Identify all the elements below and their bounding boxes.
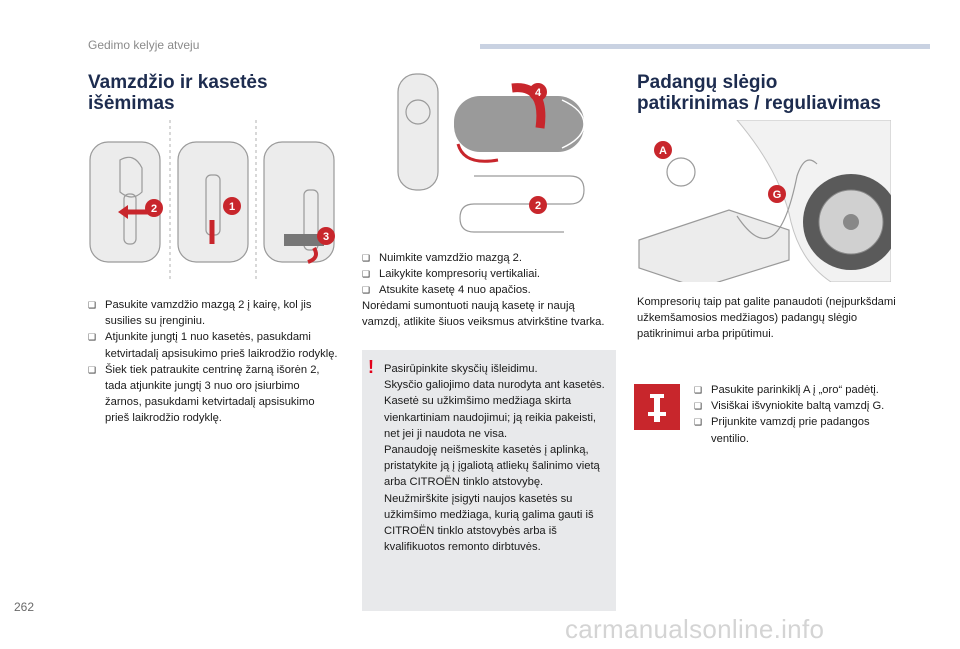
heading-line: Vamzdžio ir kasetės — [88, 72, 268, 93]
section-title: Gedimo kelyje atveju — [88, 38, 200, 52]
instruction-item: Laikykite kompresorių vertikaliai. — [362, 266, 616, 282]
callout-badge-G — [768, 185, 786, 203]
instruction-item: Šiek tiek patraukite centrinę žarną išor… — [88, 362, 338, 427]
heading-line: išėmimas — [88, 93, 175, 114]
callout-badge-2 — [529, 196, 547, 214]
air-hose-outline — [736, 159, 818, 239]
warning-line: Kasetė su užkimšimo medžiaga skirta vien… — [384, 395, 597, 440]
instruction-item: Atjunkite jungtį 1 nuo kasetės, pasukdam… — [88, 329, 338, 361]
warning-icon: ! — [368, 357, 374, 377]
warning-text: Pasirūpinkite skysčių išleidimu. Skysčio… — [384, 361, 609, 555]
hose-outline — [303, 189, 319, 251]
remove-arrow — [456, 143, 499, 163]
callout-badge-2 — [145, 199, 163, 217]
instruction-item: Prijunkite vamzdį prie padangos ventilio… — [694, 414, 894, 446]
callout-badge-1 — [223, 197, 241, 215]
tyre-inflator-icon — [634, 384, 680, 430]
connector-outline — [405, 99, 431, 125]
warning-line: Skysčio galiojimo data nurodyta ant kase… — [384, 379, 605, 392]
middle-instructions: Nuimkite vamzdžio mazgą 2. Laikykite kom… — [362, 250, 616, 299]
callout-badge-4 — [529, 83, 547, 101]
compressor-outline — [177, 141, 249, 263]
pressure-check-note: Kompresorių taip pat galite panaudoti (n… — [637, 296, 896, 341]
wheel-hub-outline — [843, 214, 859, 230]
heading-line: patikrinimas / reguliavimas — [637, 93, 881, 114]
compressor-outline — [638, 209, 790, 282]
warning-line: Panaudoję neišmeskite kasetės į aplinką,… — [384, 444, 600, 489]
cartridge-removal-figure: 4 2 — [397, 73, 585, 233]
badge-label: 1 — [229, 201, 235, 213]
heading-line: Padangų slėgio — [637, 72, 778, 93]
instruction-item: Pasukite vamzdžio mazgą 2 į kairę, kol j… — [88, 297, 338, 329]
header-bar — [480, 44, 930, 49]
callout-badge-3 — [317, 227, 335, 245]
warning-box — [362, 350, 616, 611]
section-heading-tyre-pressure: Padangų slėgio patikrinimas / reguliavim… — [637, 72, 927, 114]
instruction-item: Atsukite kasetę 4 nuo apačios. — [362, 282, 616, 298]
hose-removal-figure: 2 1 3 — [89, 120, 335, 280]
warning-line: Neužmirškite įsigyti naujos kasetės su u… — [384, 492, 594, 554]
rotate-arrow — [307, 246, 318, 264]
instruction-item: Nuimkite vamzdžio mazgą 2. — [362, 250, 616, 266]
callout-badge-A — [654, 141, 672, 159]
compressor-outline — [397, 73, 439, 191]
badge-label: 4 — [535, 87, 542, 99]
cartridge-ridge — [561, 99, 585, 149]
badge-label: 3 — [323, 231, 329, 243]
badge-label: G — [773, 189, 782, 201]
page-number: 262 — [14, 600, 35, 614]
compressor-outline — [263, 141, 335, 263]
watermark: carmanualsonline.info — [565, 614, 825, 644]
instruction-item: Visiškai išvyniokite baltą vamzdį G. — [694, 398, 894, 414]
badge-label: A — [659, 145, 667, 157]
badge-label: 2 — [535, 200, 541, 212]
left-instructions: Pasukite vamzdžio mazgą 2 į kairę, kol j… — [88, 297, 338, 427]
reassembly-note: Norėdami sumontuoti naują kasetę ir nauj… — [362, 300, 605, 329]
hose-outline — [123, 193, 137, 245]
tyre-inflation-figure: A G — [638, 120, 891, 282]
warning-line: Pasirūpinkite skysčių išleidimu. — [384, 363, 538, 375]
connector-outline — [284, 234, 324, 246]
coiled-hose-outline — [459, 175, 585, 233]
right-instructions: Pasukite parinkiklį A į „oro“ padėtį. Vi… — [694, 382, 894, 447]
badge-label: 2 — [151, 203, 157, 215]
instruction-item: Pasukite parinkiklį A į „oro“ padėtį. — [694, 382, 894, 398]
arrow-head — [118, 205, 128, 219]
selector-outline — [666, 157, 696, 187]
cartridge-outline — [454, 96, 584, 152]
section-heading-hose-removal: Vamzdžio ir kasetės išėmimas — [88, 72, 338, 114]
